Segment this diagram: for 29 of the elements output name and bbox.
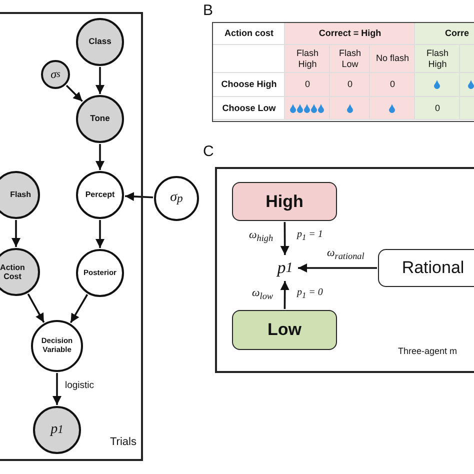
arrow	[12, 220, 20, 247]
agent-box: Rational	[378, 249, 474, 287]
panel-letter: C	[203, 143, 214, 160]
edge-label: logistic	[65, 380, 94, 391]
arrow	[96, 220, 104, 248]
agent-box: Low	[232, 310, 337, 350]
plate-box	[0, 12, 143, 461]
arrow	[96, 67, 104, 94]
arrow	[280, 281, 290, 309]
arrow	[298, 264, 377, 272]
arrow	[280, 222, 290, 255]
arrow	[124, 192, 154, 202]
variable-circle: Percept	[76, 171, 124, 219]
plate-label: Three-agent m	[398, 346, 458, 356]
arrow	[96, 144, 104, 170]
equation-label: p$_{1}$ = 0	[297, 287, 323, 300]
variable-circle: Action Cost	[0, 248, 40, 296]
arrow	[70, 294, 88, 324]
variable-circle: Tone	[76, 95, 124, 143]
arrow	[52, 373, 62, 405]
equation-label: p$_{1}$ = 1	[297, 229, 323, 242]
arrow	[66, 84, 83, 102]
variable-circle: Flash	[0, 171, 40, 219]
panel-letter: B	[203, 2, 214, 19]
agent-box: High	[232, 182, 337, 221]
arrow	[27, 293, 45, 323]
plate-label: Trials	[110, 436, 136, 448]
variable-circle: Class	[76, 18, 124, 66]
plate-box	[215, 167, 474, 373]
